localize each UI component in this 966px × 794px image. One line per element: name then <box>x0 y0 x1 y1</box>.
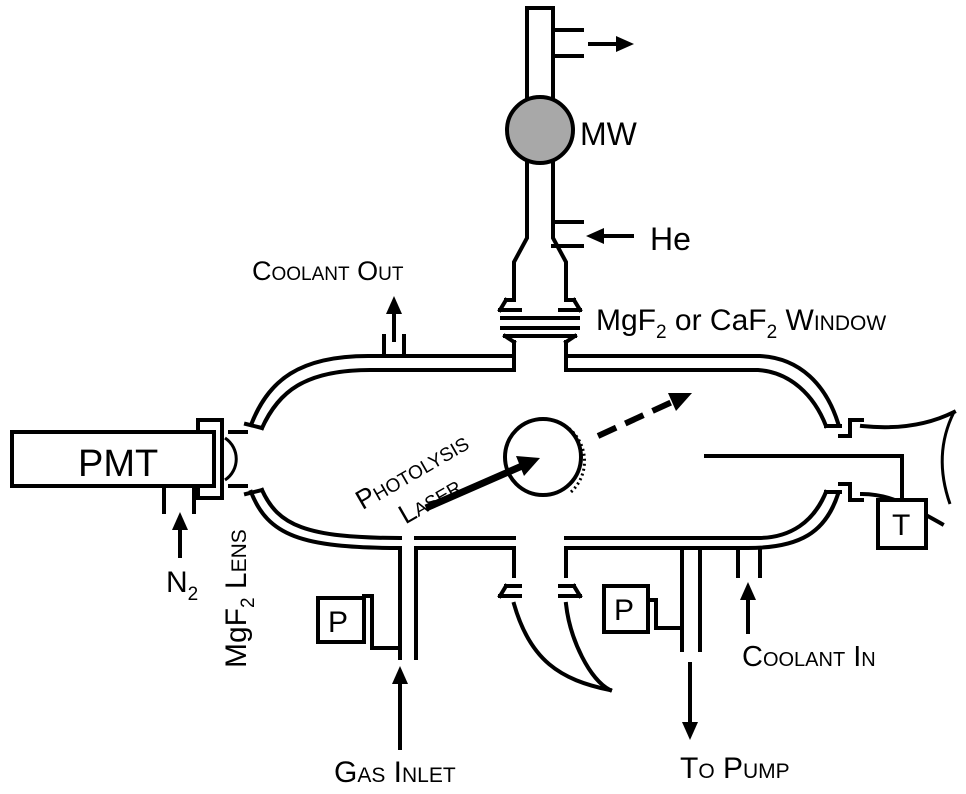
pmt-assembly <box>10 418 265 514</box>
reaction-cell <box>248 354 841 551</box>
window-label: MgF2 or CaF2 Window <box>596 304 886 343</box>
he-label: He <box>650 221 691 257</box>
outflow-arrow <box>588 36 634 52</box>
laser-region <box>424 393 692 512</box>
window-flange <box>497 297 583 370</box>
n2-arrow <box>172 512 188 558</box>
pmt-label: PMT <box>78 443 158 485</box>
to-pump-label: To Pump <box>680 752 790 785</box>
lens-label: MgF2 Lens <box>220 529 259 668</box>
gas-inlet-port <box>316 546 418 750</box>
bottom-window-port <box>497 546 613 693</box>
he-arrow <box>586 228 634 244</box>
n2-label: N2 <box>166 566 198 605</box>
coolant-out-port <box>382 296 406 358</box>
coolant-in-label: Coolant In <box>742 641 876 673</box>
mw-label: MW <box>580 116 638 152</box>
coolant-in-port <box>736 546 762 634</box>
microwave-cavity <box>505 95 575 165</box>
coolant-out-label: Coolant Out <box>252 256 404 286</box>
pressure-gauge-left-label: P <box>328 606 348 639</box>
pressure-gauge-right-label: P <box>614 594 634 627</box>
pump-port <box>602 546 702 740</box>
thermocouple-label: T <box>892 509 910 542</box>
gas-inlet-label: Gas Inlet <box>334 756 456 789</box>
thermocouple-box <box>876 498 928 550</box>
